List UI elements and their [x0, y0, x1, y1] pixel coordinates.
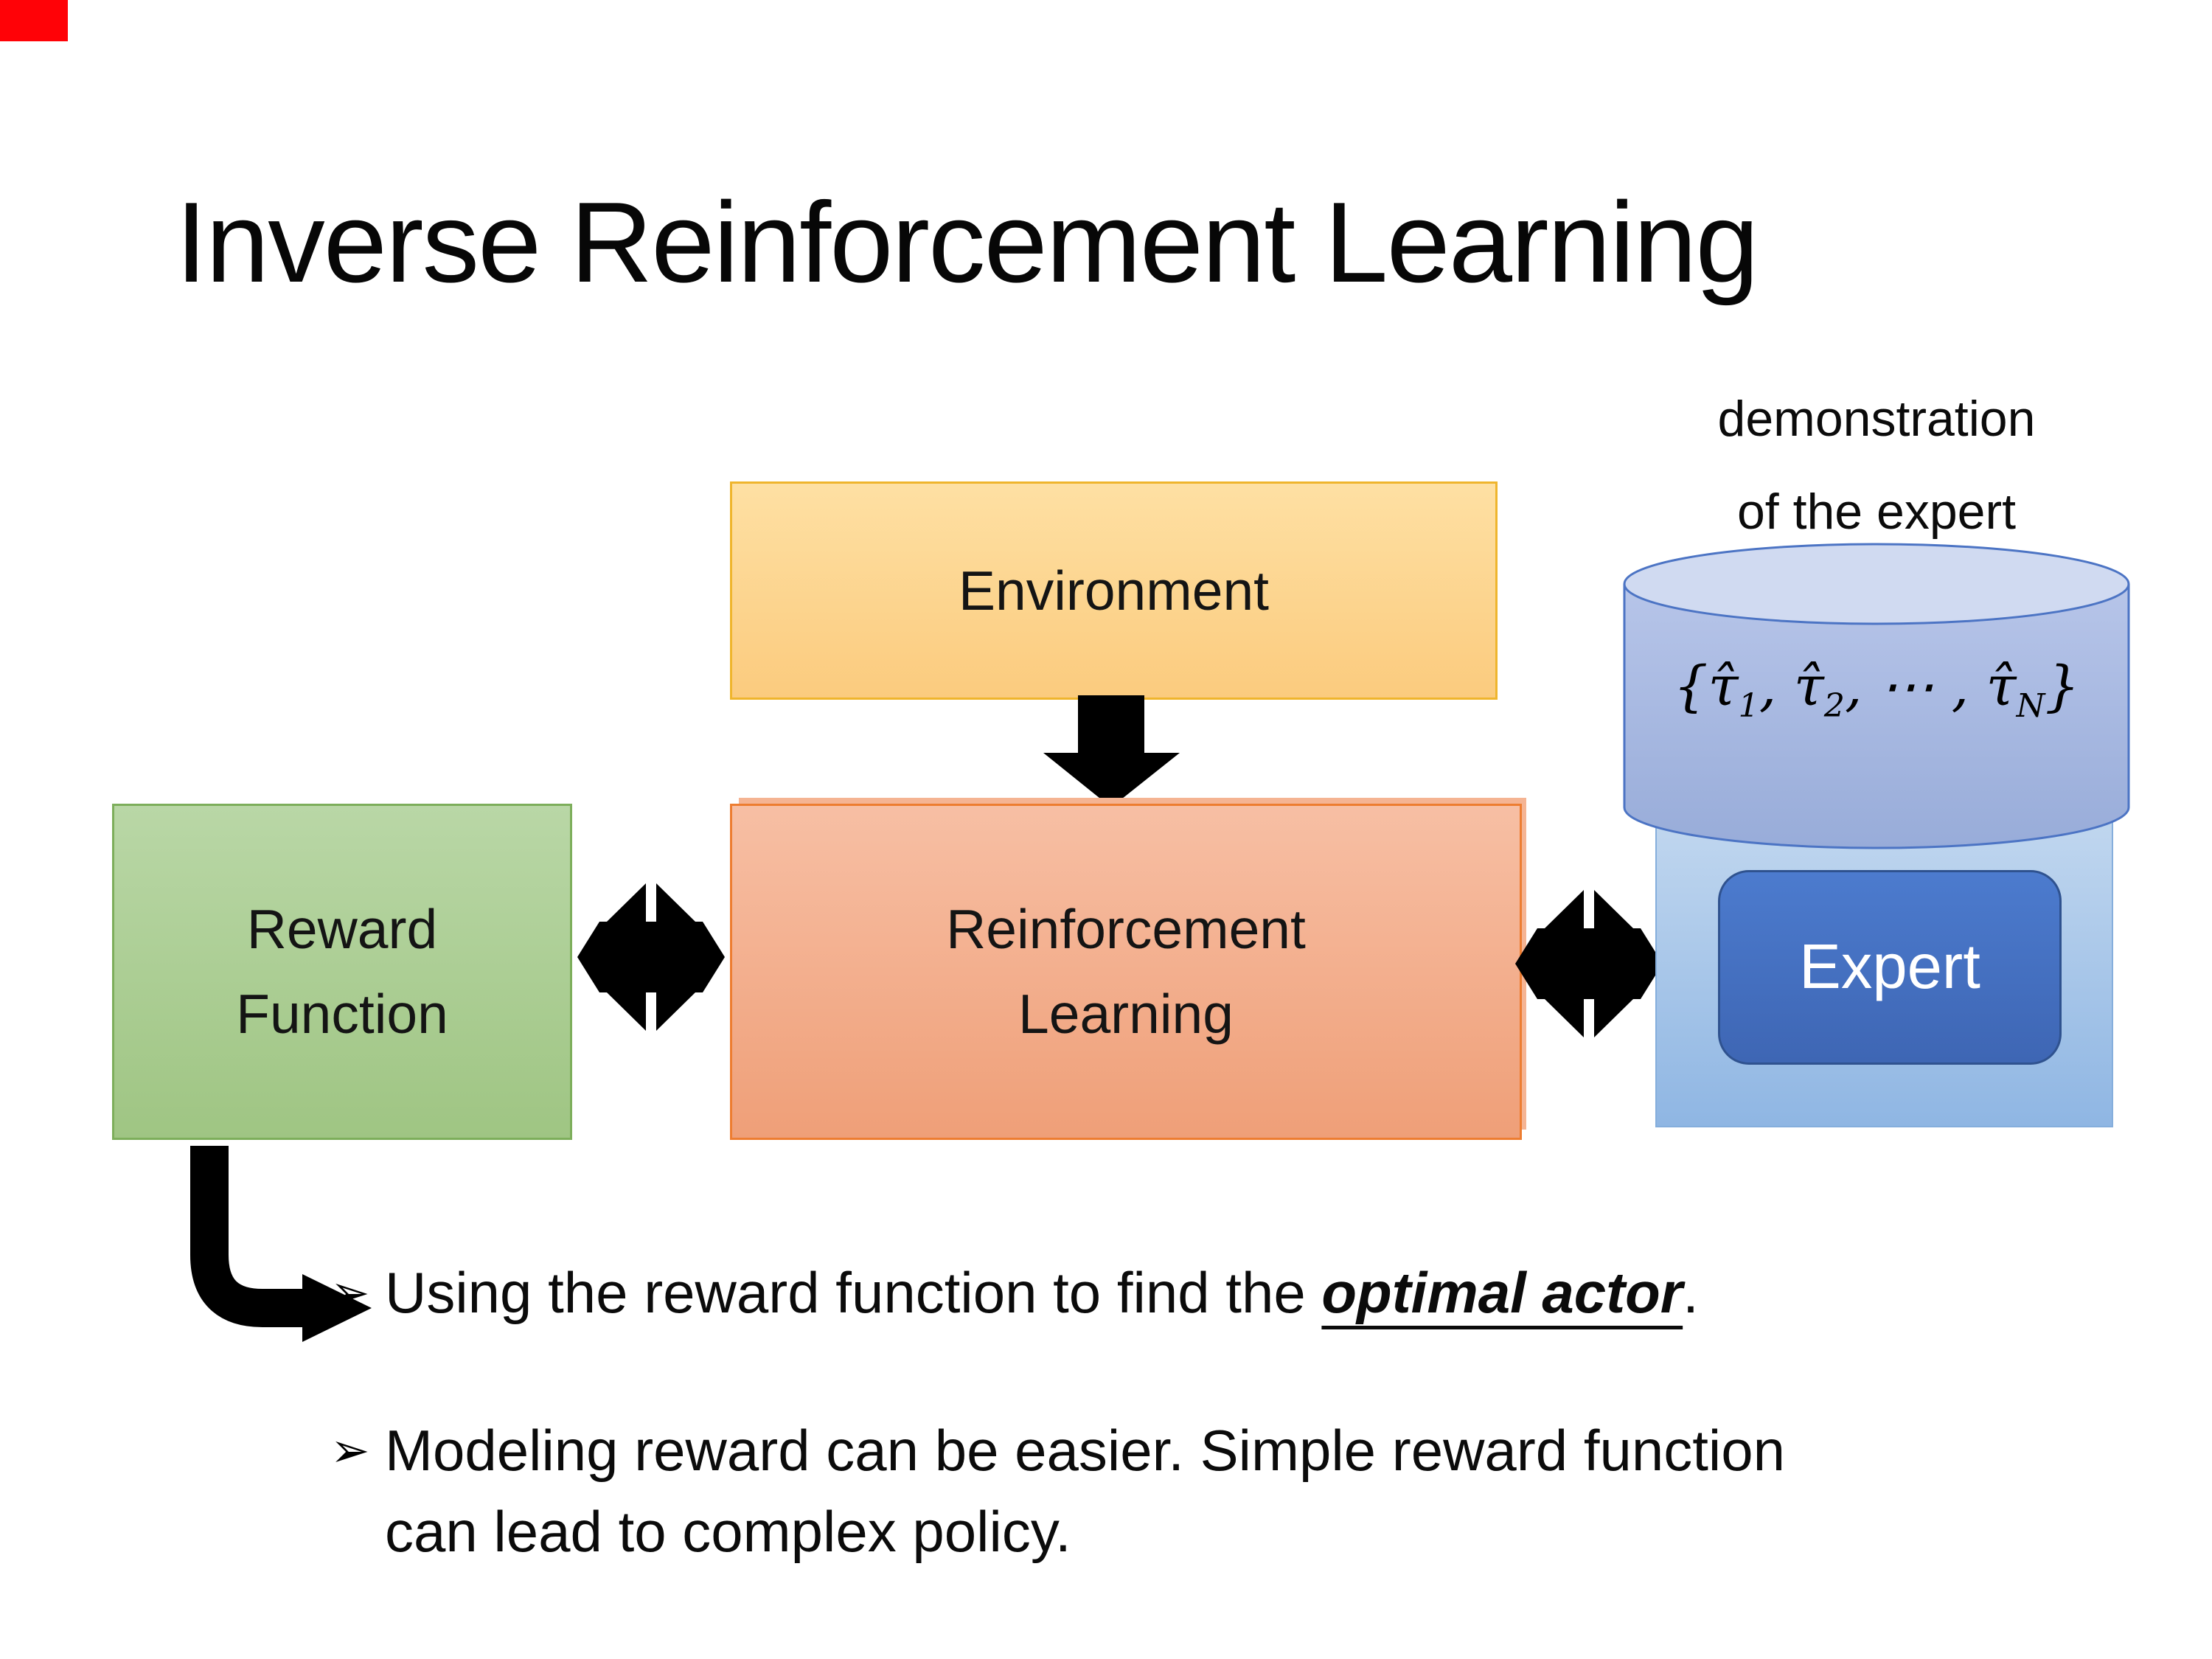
bullet-1-text: Using the reward function to find the op… — [385, 1252, 1699, 1333]
environment-label: Environment — [958, 559, 1270, 622]
down-arrow-icon — [1043, 695, 1180, 807]
trajectory-set-formula: {τ̂1, τ̂2, ⋯ , τ̂N} — [1622, 655, 2131, 725]
arrow-bullet-icon: ➢ — [330, 1266, 370, 1319]
reward-label-line2: Function — [236, 983, 448, 1045]
reward-function-label: Reward Function — [236, 887, 448, 1057]
formula-tauN: τ̂ — [1986, 655, 2017, 718]
formula-subN: N — [2016, 686, 2045, 725]
environment-box: Environment — [730, 481, 1498, 700]
rl-label-line1: Reinforcement — [946, 898, 1306, 960]
elbow-arrow-icon — [190, 1146, 372, 1342]
formula-sub2: 2 — [1823, 686, 1846, 725]
double-arrow-right-icon — [1515, 890, 1663, 1037]
reward-label-line1: Reward — [246, 898, 438, 960]
red-corner-marker — [0, 0, 68, 41]
formula-sep1: , — [1759, 655, 1794, 718]
reinforcement-learning-box: Reinforcement Learning — [730, 804, 1522, 1140]
demonstration-label-line1: demonstration — [1717, 391, 2036, 447]
arrow-bullet-icon: ➢ — [330, 1424, 370, 1477]
bullet-item-1: ➢ Using the reward function to find the … — [330, 1252, 2115, 1333]
formula-sub1: 1 — [1738, 686, 1759, 725]
double-arrow-left-icon — [577, 883, 725, 1031]
reinforcement-learning-label: Reinforcement Learning — [946, 887, 1306, 1057]
formula-tau1: τ̂ — [1708, 655, 1739, 718]
expert-box: Expert — [1718, 870, 2062, 1065]
formula-close: } — [2045, 655, 2080, 718]
rl-label-line2: Learning — [1018, 983, 1234, 1045]
formula-open: { — [1673, 655, 1708, 718]
bullet-2-text: Modeling reward can be easier. Simple re… — [385, 1418, 1786, 1564]
page-title: Inverse Reinforcement Learning — [175, 178, 1759, 306]
bullet-item-2: ➢ Modeling reward can be easier. Simple … — [330, 1410, 1852, 1572]
expert-label: Expert — [1799, 932, 1980, 1002]
database-cylinder — [1623, 543, 2130, 849]
demonstration-label: demonstration of the expert — [1607, 372, 2146, 558]
bullet-1-suffix: . — [1683, 1260, 1699, 1325]
reward-function-box: Reward Function — [112, 804, 572, 1140]
formula-tau2: τ̂ — [1793, 655, 1824, 718]
bullet-1-prefix: Using the reward function to find the — [385, 1260, 1322, 1325]
formula-dots: , ⋯ , — [1845, 655, 1986, 718]
bullet-1-emphasis: optimal actor — [1321, 1260, 1683, 1325]
demonstration-label-line2: of the expert — [1736, 484, 2017, 540]
